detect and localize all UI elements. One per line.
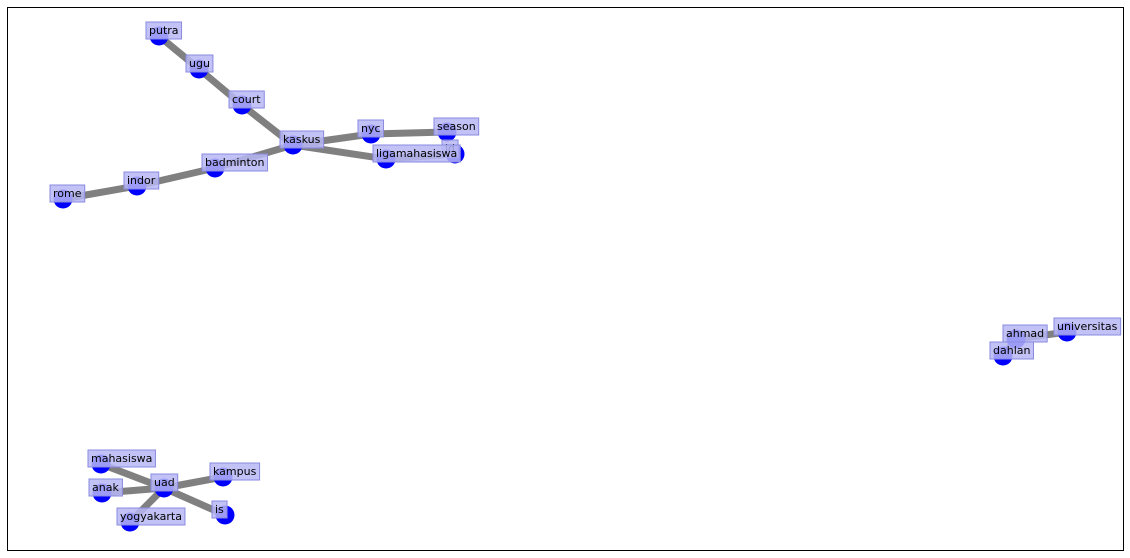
node-label-ahmad: ahmad [1002, 324, 1048, 343]
label-text-season: season [437, 120, 476, 133]
label-text-nyc: nyc [361, 122, 381, 135]
label-text-kaskus: kaskus [283, 133, 321, 146]
label-text-uad: uad [154, 476, 175, 489]
label-box-ligamahasiswa [372, 144, 461, 163]
node-label-ligamahasiswa: ligamahasiswa [372, 144, 461, 163]
label-box-dahlan [989, 341, 1034, 360]
node-label-court: court [228, 90, 265, 109]
node-label-is: is [211, 500, 228, 519]
node-label-putra: putra [145, 21, 183, 40]
label-text-is: is [215, 503, 224, 516]
node-label-ugu: ugu [185, 54, 214, 73]
label-box-is [211, 500, 228, 519]
node-label-mahasiswa: mahasiswa [87, 449, 156, 468]
label-box-kaskus [279, 130, 325, 149]
label-text-indor: indor [127, 174, 156, 187]
label-box-mahasiswa [87, 449, 156, 468]
label-box-ugu [185, 54, 214, 73]
label-text-badminton: badminton [205, 156, 264, 169]
node-label-kampus: kampus [209, 462, 261, 481]
node-label-indor: indor [123, 171, 160, 190]
label-text-ugu: ugu [189, 57, 210, 70]
label-text-ahmad: ahmad [1006, 327, 1044, 340]
node-label-yogyakarta: yogyakarta [116, 507, 186, 526]
node-label-universitas: universitas [1053, 317, 1122, 336]
label-box-court [228, 90, 265, 109]
node-label-rome: rome [49, 184, 86, 203]
label-box-rome [49, 184, 86, 203]
label-text-mahasiswa: mahasiswa [91, 452, 152, 465]
label-box-indor [123, 171, 160, 190]
label-box-uad [150, 473, 179, 492]
node-label-season: season [433, 117, 480, 136]
label-text-court: court [232, 93, 261, 106]
label-text-yogyakarta: yogyakarta [120, 510, 182, 523]
edges-layer [62, 33, 1068, 525]
label-text-kampus: kampus [213, 465, 257, 478]
node-label-badminton: badminton [201, 153, 268, 172]
label-text-ligamahasiswa: ligamahasiswa [376, 147, 457, 160]
label-box-kampus [209, 462, 261, 481]
node-label-uad: uad [150, 473, 179, 492]
label-text-dahlan: dahlan [993, 344, 1030, 357]
label-box-yogyakarta [116, 507, 186, 526]
label-box-badminton [201, 153, 268, 172]
label-text-anak: anak [92, 481, 119, 494]
label-text-universitas: universitas [1057, 320, 1118, 333]
label-box-universitas [1053, 317, 1122, 336]
plot-frame [7, 7, 1124, 551]
node-label-dahlan: dahlan [989, 341, 1034, 360]
node-label-nyc: nyc [357, 119, 385, 138]
label-text-putra: putra [149, 24, 179, 37]
label-box-anak [88, 478, 123, 497]
label-box-season [433, 117, 480, 136]
nodes-layer [53, 26, 1077, 532]
node-label-anak: anak [88, 478, 123, 497]
label-box-putra [145, 21, 183, 40]
labels-layer: putraugucourtkaskusnycseasonidligamahasi… [49, 21, 1122, 526]
label-box-nyc [357, 119, 385, 138]
node-label-kaskus: kaskus [279, 130, 325, 149]
label-text-rome: rome [53, 187, 82, 200]
